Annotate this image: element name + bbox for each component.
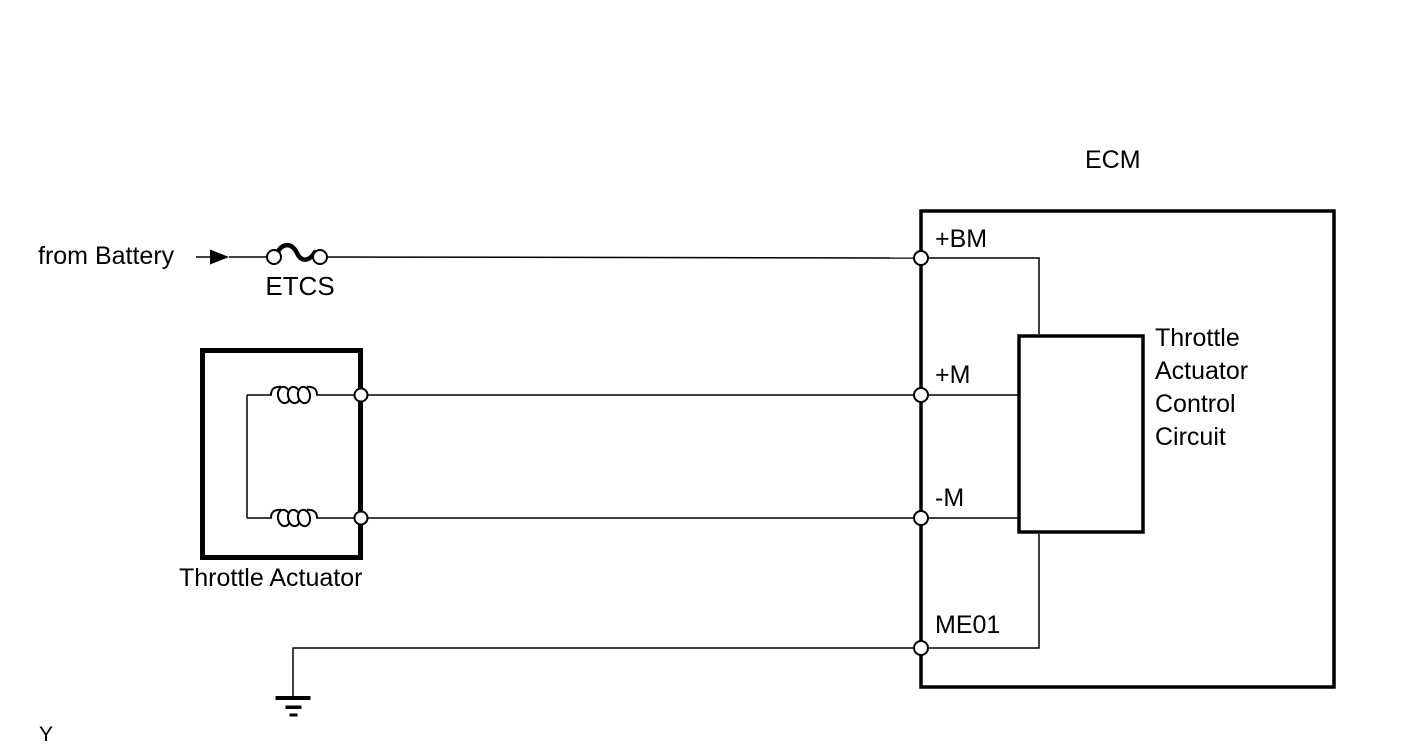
fuse-label: ETCS — [265, 271, 334, 301]
battery-arrow-icon — [210, 249, 229, 265]
fuse-element-icon — [274, 242, 318, 262]
fuse-to-ecm-wire — [326, 256, 915, 259]
terminal-plus-m-label: +M — [935, 361, 970, 389]
bm-internal-wire — [928, 257, 1040, 334]
terminal-minus-m-label: -M — [935, 484, 964, 512]
control-circuit-label-line2: Actuator — [1155, 357, 1248, 385]
ecm-box — [919, 209, 1336, 689]
throttle-actuator-label: Throttle Actuator — [179, 564, 362, 592]
fuse-right-terminal-node — [312, 249, 328, 265]
control-circuit-label-line3: Control — [1155, 390, 1236, 418]
ground-wire — [292, 647, 914, 697]
terminal-bm-label: +BM — [935, 225, 987, 253]
ecm-title: ECM — [1085, 146, 1141, 174]
top-coil-icon — [270, 385, 318, 405]
throttle-actuator-box — [200, 348, 363, 560]
actuator-minus-terminal-node — [353, 510, 369, 526]
control-circuit-label-line4: Circuit — [1155, 423, 1226, 451]
from-battery-label: from Battery — [38, 242, 175, 270]
throttle-actuator-component: Throttle Actuator — [179, 348, 369, 592]
bottom-coil-icon — [270, 508, 318, 528]
fuse-etcs: ETCS — [265, 242, 335, 301]
terminal-bm-node — [913, 250, 929, 266]
ecm-module: ECM Throttle Actuator Control Circuit +B… — [913, 146, 1336, 689]
terminal-me01-label: ME01 — [935, 611, 1000, 639]
fuse-left-terminal-node — [266, 249, 282, 265]
terminal-plus-m-node — [913, 387, 929, 403]
page-marker-label: Y — [39, 723, 53, 746]
me01-internal-wire — [928, 534, 1040, 649]
terminal-minus-m-node — [913, 510, 929, 526]
control-circuit-box — [1017, 334, 1145, 534]
control-circuit-label-line1: Throttle — [1155, 324, 1240, 352]
terminal-me01-node — [913, 640, 929, 656]
ground-icon — [275, 696, 311, 717]
actuator-plus-terminal-node — [353, 387, 369, 403]
control-circuit-label: Throttle Actuator Control Circuit — [1155, 324, 1248, 451]
